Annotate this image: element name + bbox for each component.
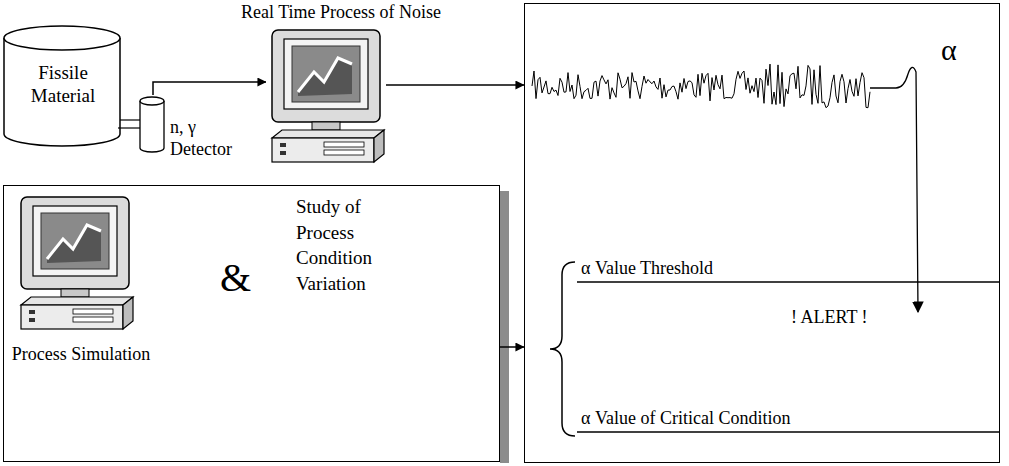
detector: n, γ Detector bbox=[138, 95, 168, 153]
text-slot: α Value Threshold bbox=[581, 258, 881, 280]
process-heading: Real Time Process of Noise bbox=[236, 2, 446, 24]
text-slot: n, γ Detector bbox=[170, 117, 242, 160]
computer-icon bbox=[272, 30, 384, 162]
text-slot: Process Simulation bbox=[1, 344, 161, 366]
computer-realtime: Real Time Process of Noise bbox=[266, 28, 386, 168]
text-slot: & bbox=[220, 254, 270, 302]
text-slot: α bbox=[941, 32, 981, 68]
critical-label: α Value of Critical Condition bbox=[581, 408, 921, 430]
fissile-cylinder bbox=[4, 26, 120, 146]
simulation-label: Process Simulation bbox=[1, 344, 161, 366]
detector-label: n, γ Detector bbox=[170, 117, 242, 160]
fissile-container: Fissile Material bbox=[3, 26, 123, 146]
alert-arrow bbox=[870, 67, 918, 312]
text-slot: Real Time Process of Noise bbox=[236, 2, 446, 24]
study-label: Study of Process Condition Variation bbox=[296, 194, 408, 297]
flow-arrow bbox=[500, 346, 524, 348]
detector-cylinder bbox=[140, 97, 164, 152]
alpha-symbol: α bbox=[941, 32, 981, 68]
simulation-box: &Study of Process Condition VariationPro… bbox=[3, 185, 500, 462]
box-shadow bbox=[500, 191, 509, 463]
ampersand: & bbox=[220, 254, 270, 302]
text-slot: Fissile Material bbox=[13, 62, 113, 108]
detector-pipe bbox=[118, 120, 140, 128]
container-label: Fissile Material bbox=[13, 62, 113, 108]
computer-simulation: Process Simulation bbox=[16, 196, 136, 336]
threshold-line bbox=[577, 281, 1000, 283]
text-slot: Study of Process Condition Variation bbox=[296, 194, 408, 297]
flow-arrow bbox=[153, 82, 266, 95]
brace bbox=[550, 262, 575, 436]
noise-signal bbox=[532, 64, 870, 108]
text-slot: α Value of Critical Condition bbox=[581, 408, 921, 430]
alert-label: ! ALERT ! bbox=[791, 307, 931, 329]
threshold-label: α Value Threshold bbox=[581, 258, 881, 280]
text-slot: ! ALERT ! bbox=[791, 307, 931, 329]
computer-icon bbox=[21, 197, 133, 329]
flow-arrow bbox=[386, 84, 524, 86]
signal-panel: α α Value Threshold ! ALERT ! α Value of Cr… bbox=[524, 3, 1000, 463]
critical-line bbox=[577, 431, 1000, 433]
